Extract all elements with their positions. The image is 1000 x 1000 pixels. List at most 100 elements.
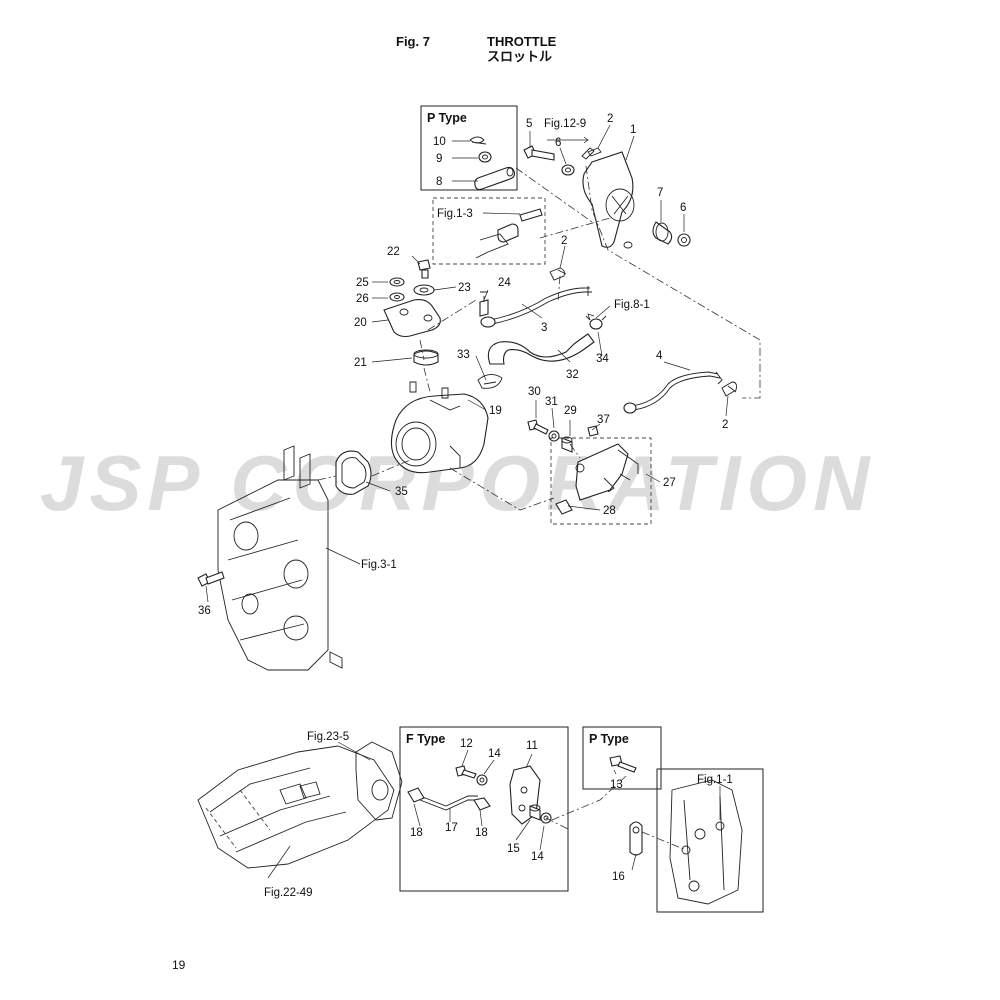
callout-5: 5: [526, 118, 532, 130]
part-4-link-rod[interactable]: [623, 371, 723, 414]
figure-number: Fig. 7: [396, 34, 430, 49]
part-10-clip[interactable]: [469, 136, 487, 145]
ref-fig-3-1: Fig.3-1: [361, 559, 397, 571]
routing-lines: [317, 165, 761, 511]
callout-11: 11: [526, 740, 538, 752]
callout-37: 37: [597, 414, 610, 426]
part-29-collar[interactable]: [561, 436, 573, 453]
callout-2-right: 2: [722, 419, 728, 431]
cowling-reference: [197, 745, 395, 869]
part-18-joint-right[interactable]: [473, 797, 491, 811]
f-type-label: F Type: [406, 732, 445, 746]
part-13-bolt[interactable]: [609, 755, 637, 773]
callout-25: 25: [356, 277, 369, 289]
callout-33: 33: [457, 349, 470, 361]
part-36-bolt[interactable]: [197, 571, 225, 587]
ref-fig-1-3: Fig.1-3: [437, 208, 473, 220]
ref-fig-22-49: Fig.22-49: [264, 887, 313, 899]
callout-29: 29: [564, 405, 577, 417]
part-22-bolt[interactable]: [417, 259, 431, 279]
ref-fig-1-1: Fig.1-1: [697, 774, 733, 786]
part-23-washer[interactable]: [413, 284, 435, 296]
part-20-plate[interactable]: [383, 299, 441, 338]
callout-6-lower: 6: [680, 202, 686, 214]
callout-24: 24: [498, 277, 511, 289]
part-2-clip-middle[interactable]: [549, 267, 567, 281]
part-26-washer[interactable]: [389, 292, 405, 302]
leader-lines-top: [205, 124, 729, 603]
callout-22: 22: [387, 246, 400, 258]
part-31-washer[interactable]: [548, 430, 560, 442]
callout-6-upper: 6: [555, 137, 561, 149]
part-6-collar-upper[interactable]: [561, 164, 575, 176]
reference-labels: Fig.12-9 Fig.1-3 Fig.8-1 Fig.3-1 Fig.23-…: [264, 118, 733, 899]
callout-27: 27: [663, 477, 676, 489]
callout-20: 20: [354, 317, 367, 329]
callout-2-upper: 2: [607, 113, 613, 125]
callout-10: 10: [433, 136, 446, 148]
callout-16: 16: [612, 871, 625, 883]
callout-4: 4: [656, 350, 663, 362]
part-18-joint-left[interactable]: [407, 787, 425, 803]
f-type-box: [399, 726, 569, 892]
page-number: 19: [172, 958, 186, 972]
callout-8: 8: [436, 176, 442, 188]
p-type-box-top: [420, 105, 518, 191]
part-1-throttle-cam[interactable]: [582, 151, 635, 249]
bracket-reference: [355, 741, 403, 821]
part-3-link-rod[interactable]: [480, 286, 592, 328]
part-32-hose[interactable]: [487, 333, 595, 365]
callout-23: 23: [458, 282, 471, 294]
part-15-collar[interactable]: [529, 804, 541, 821]
callout-21: 21: [354, 357, 367, 369]
part-30-bolt[interactable]: [527, 419, 549, 435]
ref-fig-12-9: Fig.12-9: [544, 118, 586, 130]
intake-manifold-reference: [217, 445, 343, 671]
part-12-bolt[interactable]: [455, 765, 477, 779]
ref-fig-8-1: Fig.8-1: [614, 299, 650, 311]
part-27-throttle-lever-assembly[interactable]: [575, 443, 639, 501]
callout-18-right: 18: [475, 827, 488, 839]
ref-fig-23-5: Fig.23-5: [307, 731, 349, 743]
callout-32: 32: [566, 369, 579, 381]
part-28-clip[interactable]: [555, 499, 573, 515]
callout-14-upper: 14: [488, 748, 501, 760]
callout-30: 30: [528, 386, 541, 398]
part-16-link[interactable]: [629, 821, 643, 856]
callout-7: 7: [657, 187, 663, 199]
callout-13: 13: [610, 779, 623, 791]
part-14-washer-upper[interactable]: [476, 774, 488, 786]
callout-34: 34: [596, 353, 609, 365]
callout-12: 12: [460, 738, 473, 750]
part-34-clamp[interactable]: [585, 315, 607, 330]
part-19-throttle-body[interactable]: [390, 381, 489, 474]
part-25-nut[interactable]: [389, 277, 405, 287]
figure-title-japanese: スロットル: [487, 49, 553, 64]
part-17-rod[interactable]: [419, 795, 478, 811]
part-24-ball-joint[interactable]: [479, 291, 489, 317]
p-type-box-bottom: [582, 726, 662, 790]
part-8-pin[interactable]: [474, 166, 516, 191]
part-5-bolt[interactable]: [523, 145, 555, 161]
callout-28: 28: [603, 505, 616, 517]
fig-1-3-stud: [475, 208, 543, 259]
fig-1-1-box: [656, 768, 764, 913]
part-2-clip-right[interactable]: [721, 381, 737, 397]
callout-35: 35: [395, 486, 408, 498]
part-35-gasket[interactable]: [335, 450, 372, 495]
callout-31: 31: [545, 396, 558, 408]
part-2-clip-upper[interactable]: [581, 147, 602, 160]
part-33-clamp[interactable]: [477, 374, 503, 389]
part-27-assembly-box: [550, 437, 652, 525]
part-7-collar[interactable]: [652, 221, 673, 245]
part-9-bushing[interactable]: [478, 151, 492, 163]
fig-1-3-box: [432, 197, 546, 265]
part-21-grommet[interactable]: [413, 349, 439, 366]
part-6-collar-lower[interactable]: [677, 233, 691, 247]
part-37-label[interactable]: [587, 425, 599, 437]
leader-lines-bottom: [267, 741, 721, 879]
callout-14-lower: 14: [531, 851, 544, 863]
callout-9: 9: [436, 153, 442, 165]
p-type-label-top: P Type: [427, 111, 467, 125]
